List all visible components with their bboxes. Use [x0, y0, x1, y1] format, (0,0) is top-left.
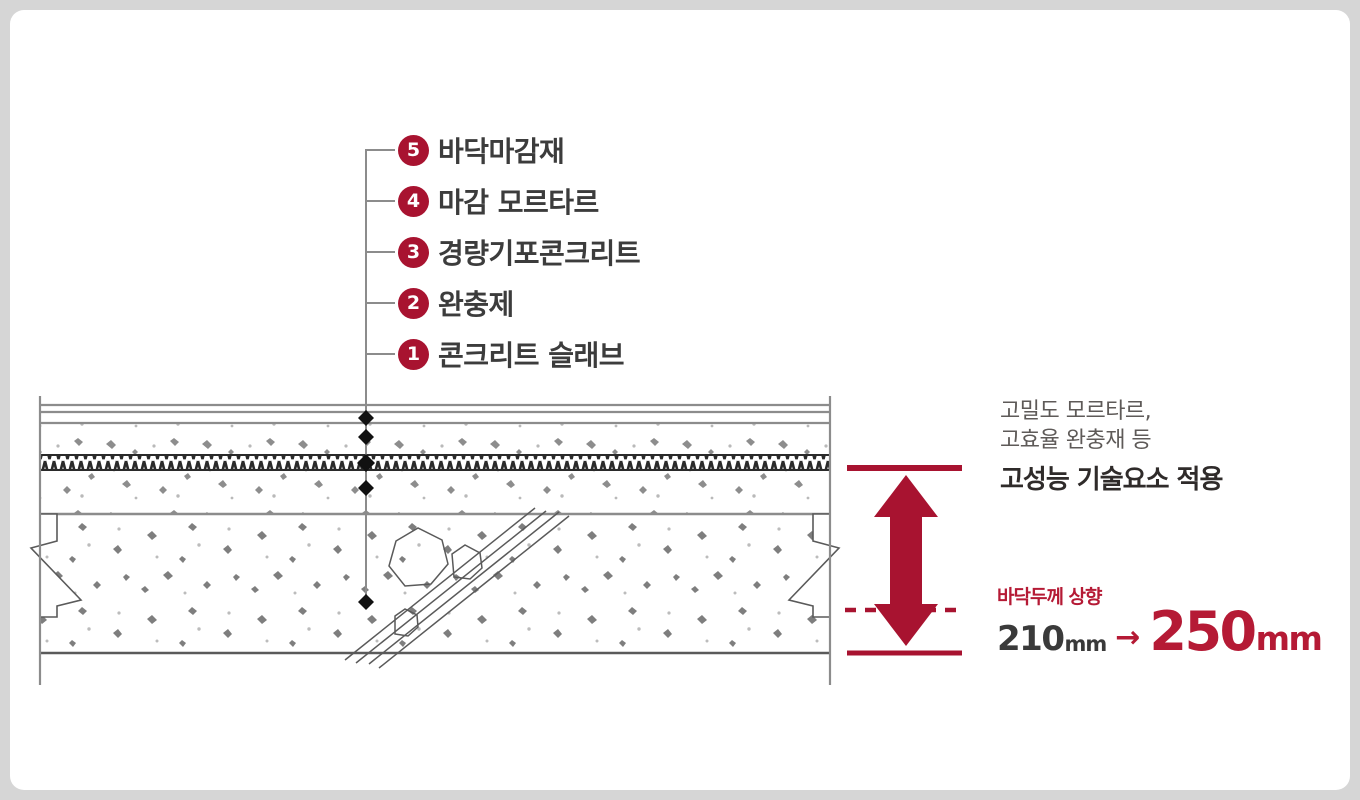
legend-badge-2: 2	[398, 287, 429, 319]
arrow-right-icon: →	[1115, 620, 1141, 656]
callout-emphasis: 고성능 기술요소 적용	[1000, 465, 1223, 496]
new-thickness-value: 250	[1149, 600, 1257, 663]
legend-tick-icon	[365, 302, 395, 304]
layer-mortar	[40, 423, 830, 455]
legend-label-5: 바닥마감재	[438, 135, 565, 168]
dimension-marker	[845, 465, 965, 656]
callout-line-1: 고밀도 모르타르,	[1000, 399, 1152, 424]
legend-badge-3: 3	[398, 236, 429, 268]
legend-label-2: 완충제	[438, 288, 514, 321]
callout-line-2: 고효율 완충재 등	[1000, 427, 1152, 453]
legend-label-3: 경량기포콘크리트	[438, 237, 641, 270]
legend-item-1[interactable]: 1 콘크리트 슬래브	[365, 336, 625, 372]
legend-label-1: 콘크리트 슬래브	[438, 339, 625, 372]
legend-badge-4: 4	[398, 185, 429, 217]
legend-badge-1: 1	[398, 338, 429, 370]
legend-spine	[365, 150, 367, 382]
diagram-card: 5 바닥마감재 4 마감 모르타르 3 경량기포콘크리트 2 완충제 1 콘크리…	[10, 10, 1350, 790]
legend-tick-icon	[365, 353, 395, 355]
layer-slab	[40, 514, 830, 653]
legend-item-2[interactable]: 2 완충제	[365, 285, 514, 321]
layer-buffer	[40, 455, 830, 470]
thickness-title: 바닥두께 상향	[997, 586, 1103, 608]
conduit-icon	[344, 507, 570, 669]
leader-dots	[357, 410, 375, 610]
legend-item-5[interactable]: 5 바닥마감재	[365, 132, 565, 168]
legend-tick-icon	[365, 200, 395, 202]
legend-tick-icon	[365, 251, 395, 253]
old-thickness-unit: mm	[1064, 632, 1107, 657]
callout-thickness: 바닥두께 상향 210 mm → 250 mm	[997, 586, 1337, 663]
legend-label-4: 마감 모르타르	[438, 186, 599, 219]
layer-foam-concrete	[40, 470, 830, 514]
thickness-comparison: 210 mm → 250 mm	[997, 600, 1337, 663]
break-line-right	[787, 513, 841, 618]
legend-item-4[interactable]: 4 마감 모르타르	[365, 183, 599, 219]
legend-item-3[interactable]: 3 경량기포콘크리트	[365, 234, 641, 270]
double-arrow-icon	[874, 475, 938, 646]
old-thickness-value: 210	[997, 619, 1065, 660]
legend-tick-icon	[365, 149, 395, 151]
floor-section-drawing	[29, 150, 965, 685]
new-thickness-unit: mm	[1255, 619, 1323, 659]
callout-technology: 고밀도 모르타르, 고효율 완충재 등 고성능 기술요소 적용	[1000, 398, 1330, 496]
legend-badge-5: 5	[398, 134, 429, 166]
legend: 5 바닥마감재 4 마감 모르타르 3 경량기포콘크리트 2 완충제 1 콘크리…	[365, 132, 785, 382]
break-line-left	[29, 513, 83, 618]
